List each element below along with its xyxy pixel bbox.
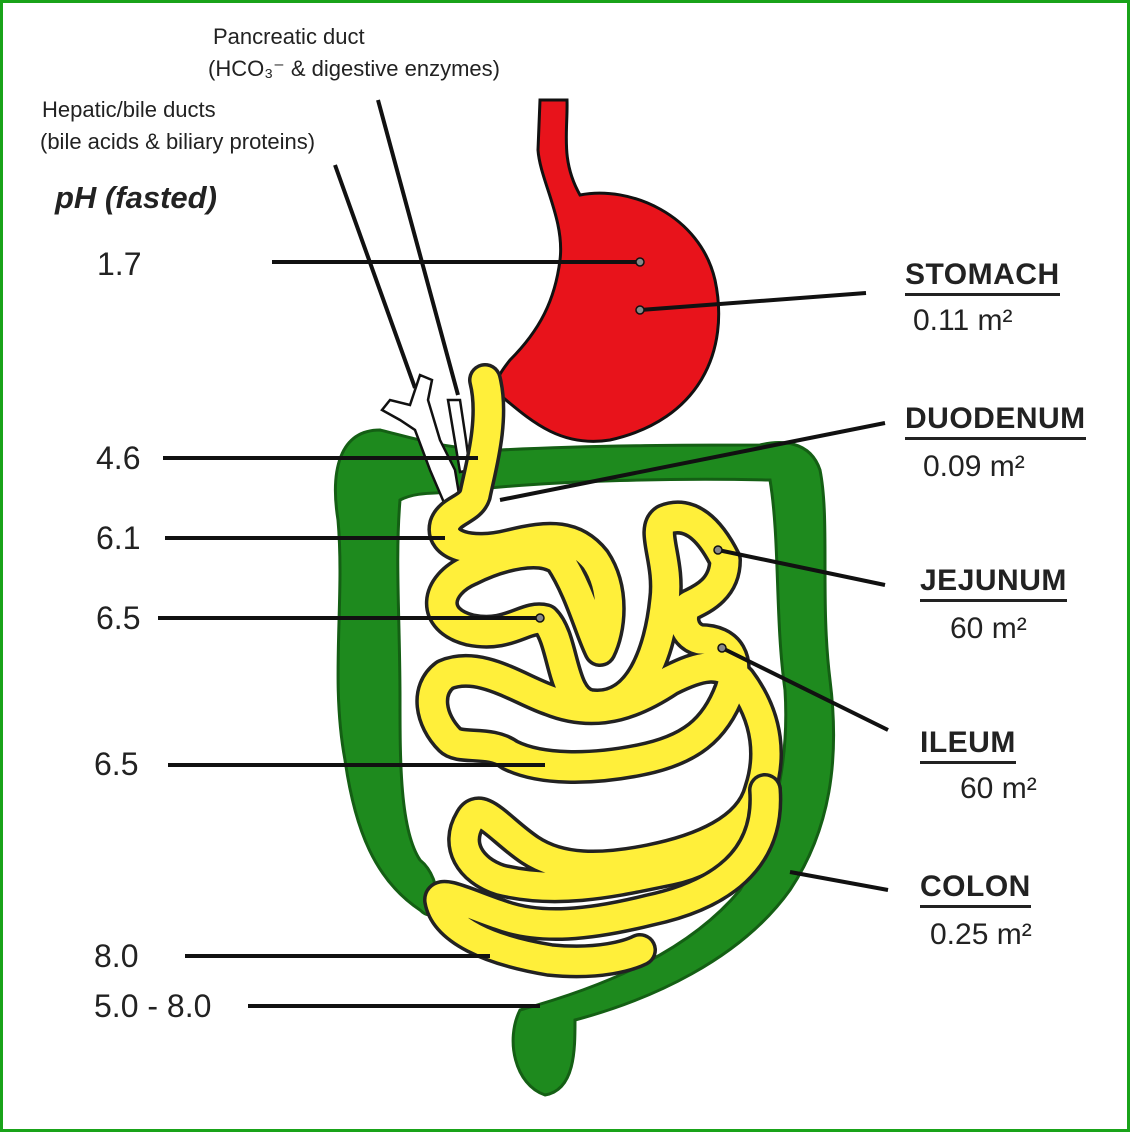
ph-value-upper-jejunum: 6.1 [96, 520, 140, 557]
organ-area-stomach: 0.11 m² [913, 304, 1012, 338]
hepatic-duct-sublabel: (bile acids & biliary proteins) [40, 129, 315, 155]
ph-value-ileum: 6.5 [94, 746, 138, 783]
organ-name-colon: COLON [920, 870, 1031, 908]
ph-value-colon: 5.0 - 8.0 [94, 988, 211, 1025]
ph-value-stomach: 1.7 [97, 246, 141, 283]
ph-title: pH (fasted) [55, 180, 217, 216]
organ-area-colon: 0.25 m² [930, 918, 1032, 952]
organ-name-ileum: ILEUM [920, 726, 1016, 764]
pancreatic-duct-leader [378, 100, 458, 395]
hepatic-duct-label: Hepatic/bile ducts [42, 97, 216, 123]
organ-name-jejunum: JEJUNUM [920, 564, 1067, 602]
stomach-shape [496, 100, 718, 441]
pancreatic-duct-sublabel: (HCO₃⁻ & digestive enzymes) [208, 56, 500, 82]
organ-name-duodenum: DUODENUM [905, 402, 1086, 440]
colon-leader [790, 872, 888, 890]
organ-area-jejunum: 60 m² [950, 612, 1027, 646]
organ-area-duodenum: 0.09 m² [923, 450, 1025, 484]
pancreatic-duct-label: Pancreatic duct [213, 24, 365, 50]
ph-value-terminal-ileum: 8.0 [94, 938, 138, 975]
organ-name-stomach: STOMACH [905, 258, 1060, 296]
ph-value-duodenum: 4.6 [96, 440, 140, 477]
ph-value-jejunum: 6.5 [96, 600, 140, 637]
organ-area-ileum: 60 m² [960, 772, 1037, 806]
